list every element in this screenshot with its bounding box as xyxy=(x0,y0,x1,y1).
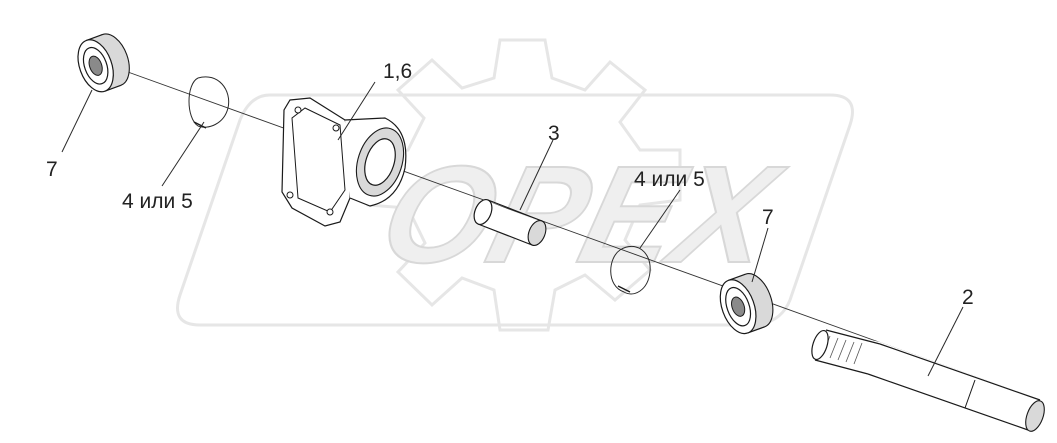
callout-bearing-right: 7 xyxy=(762,206,774,229)
callout-housing: 1,6 xyxy=(383,60,412,83)
housing xyxy=(281,97,407,227)
callout-ring-left: 4 или 5 xyxy=(122,190,193,213)
retaining-ring-left xyxy=(188,76,230,129)
shaft xyxy=(811,329,1045,432)
bearing-right xyxy=(719,273,774,335)
bushing xyxy=(473,198,547,246)
callout-shaft: 2 xyxy=(962,286,974,309)
retaining-ring-right xyxy=(610,245,651,295)
callout-bushing: 3 xyxy=(548,122,560,145)
callout-ring-right: 4 или 5 xyxy=(634,168,705,191)
watermark-text: OPEX xyxy=(367,137,796,292)
leader-lines xyxy=(61,81,964,377)
bearing-left xyxy=(77,33,130,93)
watermark-gear xyxy=(366,38,682,332)
callout-bearing-left: 7 xyxy=(46,158,58,181)
